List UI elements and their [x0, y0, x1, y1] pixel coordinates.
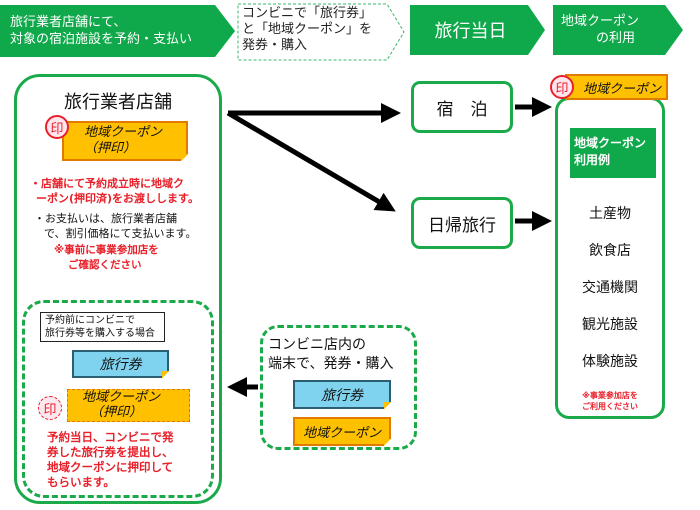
shop-notice-line2: ご確認ください [68, 259, 142, 271]
travel-ticket-card: 旅行券 [72, 350, 169, 378]
stamp-icon: 印 [550, 75, 574, 99]
pre-purchase-box [22, 300, 214, 498]
convenience-store-text: コンビニ店内の 端末で、発券・購入 [268, 336, 393, 374]
shop-coupon-card: 地域クーポン （押印） [62, 121, 188, 161]
destination-daytrip: 日帰旅行 [411, 197, 513, 249]
step3-label: 旅行当日 [434, 21, 507, 42]
usage-head-line1: 地域クーポン [574, 136, 647, 150]
destination-daytrip-label: 日帰旅行 [428, 215, 496, 236]
pre-purchase-note-line2: 旅行券等を購入する場合 [45, 328, 155, 339]
usage-item: 体験施設 [582, 354, 638, 370]
cvs-coupon-label: 地域クーポン [302, 426, 381, 441]
travel-agency-title: 旅行業者店舗 [64, 92, 172, 113]
step2-line2: と「地域クーポン」を [242, 22, 373, 37]
usage-notice: ※事業参加店を ご利用ください [557, 390, 663, 412]
pre-text-line4: もらいます。 [47, 475, 115, 489]
pre-text-line3: 地域クーポンに押印して [47, 460, 174, 474]
pre-purchase-coupon-card: 地域クーポン （押印） [67, 389, 190, 422]
destination-stay: 宿 泊 [411, 81, 513, 133]
stamp-icon: 印 [45, 115, 69, 139]
usage-item: 観光施設 [582, 317, 638, 333]
shop-bullet1-line2: ーポン(押印済)をお渡しします。 [36, 192, 199, 205]
shop-bullet1-line1: ・店舗にて予約成立時に地域ク [30, 177, 184, 190]
pre-purchase-instructions: 予約当日、コンビニで発 券した旅行券を提出し、 地域クーポンに押印して もらいま… [47, 430, 174, 490]
step-coupon-use: 地域クーポン の利用 [553, 5, 683, 55]
usage-item: 土産物 [589, 206, 631, 222]
shop-bullet2-line1: ・お支払いは、旅行業者店舗 [34, 212, 177, 225]
step4-line2: の利用 [596, 31, 636, 46]
cvs-line2: 端末で、発券・購入 [268, 356, 394, 372]
pre-purchase-note-line1: 予約前にコンビニで [45, 315, 135, 326]
stamp-icon: 印 [38, 396, 62, 420]
step-shop-reservation: 旅行業者店舗にて、 対象の宿泊施設を予約・支払い [0, 5, 235, 57]
cvs-travel-ticket-card: 旅行券 [293, 380, 391, 409]
convenience-store-box [260, 325, 417, 450]
usage-coupon-card: 地域クーポン [565, 74, 668, 100]
usage-item: 飲食店 [589, 243, 631, 259]
step1-line1: 旅行業者店舗にて、 [10, 15, 127, 30]
travel-agency-panel [14, 74, 222, 504]
usage-item: 交通機関 [582, 280, 638, 296]
usage-coupon-label: 地域クーポン [582, 81, 661, 97]
shop-coupon-line1: 地域クーポン [84, 125, 163, 140]
travel-ticket-label: 旅行券 [99, 357, 142, 373]
usage-examples-header: 地域クーポン 利用例 [570, 128, 656, 178]
shop-bullet2-line2: で、割引価格にて支払います。 [44, 227, 197, 240]
arrow-to-daytrip [226, 110, 396, 212]
pre-text-line1: 予約当日、コンビニで発 [47, 430, 174, 444]
usage-head-line2: 利用例 [574, 153, 611, 167]
step-travel-day: 旅行当日 [410, 5, 545, 55]
step2-line1: コンビニで「旅行券」 [242, 6, 373, 21]
usage-notice-line2: ご利用ください [582, 402, 638, 411]
step2-line3: 発券・購入 [242, 38, 308, 53]
pre-coupon-line1: 地域クーポン [82, 390, 161, 405]
shop-coupon-line2: （押印） [84, 141, 137, 156]
step-convenience-purchase: コンビニで「旅行券」 と「地域クーポン」を 発券・購入 [237, 3, 405, 61]
shop-notice-line1: ※事前に事業参加店を [54, 244, 159, 256]
pre-purchase-note: 予約前にコンビニで 旅行券等を購入する場合 [40, 312, 165, 342]
cvs-line1: コンビニ店内の [268, 337, 366, 353]
step4-line1: 地域クーポン [561, 14, 640, 29]
cvs-ticket-label: 旅行券 [321, 387, 363, 404]
destination-stay-label: 宿 泊 [436, 99, 488, 120]
shop-description: ・店舗にて予約成立時に地域ク ーポン(押印済)をお渡しします。 ・お支払いは、旅… [30, 176, 199, 273]
step1-line2: 対象の宿泊施設を予約・支払い [10, 32, 193, 47]
pre-coupon-line2: （押印） [90, 405, 143, 420]
pre-text-line2: 券した旅行券を提出し、 [47, 445, 174, 459]
step2-dashed-chevron [237, 3, 405, 61]
usage-notice-line1: ※事業参加店を [582, 391, 638, 400]
cvs-coupon-card: 地域クーポン [293, 417, 391, 446]
